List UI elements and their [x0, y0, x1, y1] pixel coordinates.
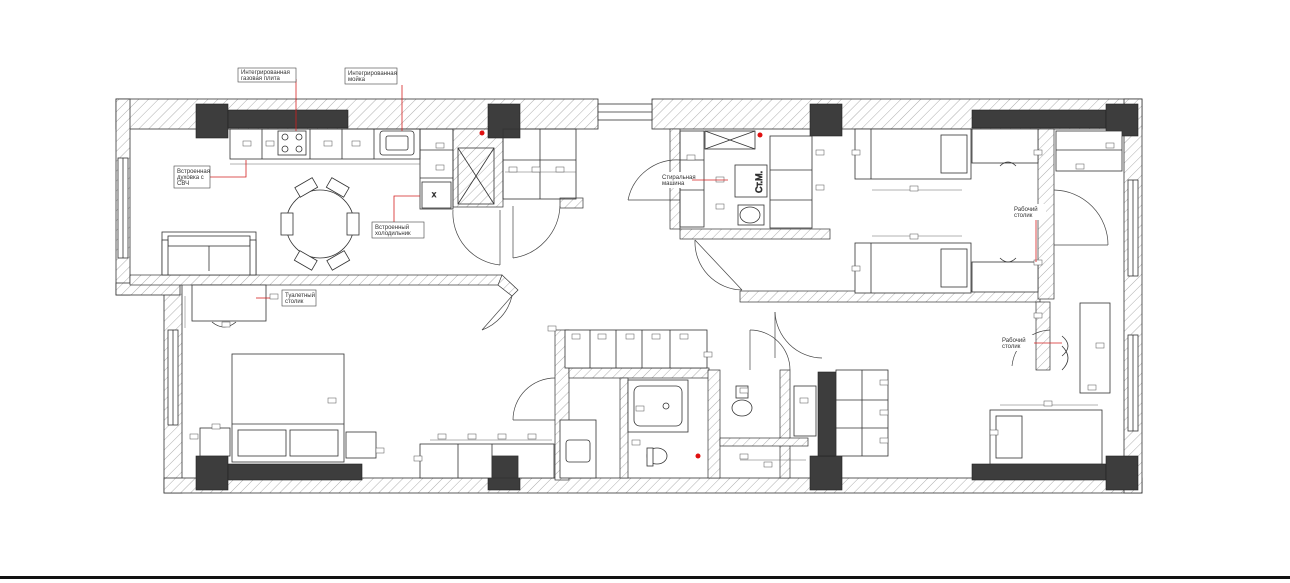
dresser-table [191, 284, 267, 322]
label-line: столик [1002, 344, 1021, 350]
callouts: Интегрированная газовая плита Интегриров… [173, 67, 1046, 351]
callout-desk-upper: Рабочий столик [1012, 204, 1046, 220]
label-line: духовка с [177, 175, 204, 181]
wall-bath-top [568, 367, 710, 379]
shower-tray [704, 130, 756, 150]
bedroom-lower-right [989, 302, 1111, 465]
sideboard [419, 443, 555, 479]
desk [971, 128, 1039, 164]
chair [293, 250, 318, 271]
wall-kitchen-bottom [129, 274, 503, 286]
column [971, 109, 1107, 129]
leader-lines [208, 79, 1062, 344]
cabinet [1055, 130, 1123, 172]
column [487, 103, 521, 139]
label-line: мойка [348, 76, 366, 83]
wall-wc-v3 [779, 369, 791, 479]
column [809, 455, 843, 491]
column [1105, 455, 1139, 491]
wall-top-left [115, 98, 599, 130]
columns [195, 103, 1139, 491]
toilet-icon [739, 206, 761, 224]
bedroom-kids [854, 128, 1123, 294]
hob-icon [277, 130, 307, 156]
label-line: газовая плита [241, 76, 281, 82]
column [227, 109, 349, 129]
callout-desk-lower: Рабочий столик [1000, 335, 1034, 351]
wall-bath-core [452, 128, 504, 208]
dining-table [280, 177, 360, 271]
label-line: машина [662, 181, 685, 187]
wall-laundry-bottom [679, 228, 831, 240]
table-top [285, 189, 355, 259]
kitchen: Х [229, 128, 577, 210]
column [809, 103, 843, 137]
label-line: СВЧ [177, 181, 189, 187]
toilet-icon [731, 399, 753, 417]
bottom-border [0, 576, 1290, 579]
column [971, 463, 1107, 481]
label-line: холодильник [375, 231, 411, 237]
label-line: Рабочий [1014, 206, 1038, 213]
wall-kitchen-diagonal [497, 274, 519, 297]
wall-bedroom-low [1035, 301, 1051, 371]
socket-tags [189, 140, 1115, 468]
column-shaft [817, 371, 837, 457]
windows [117, 103, 1139, 432]
label-line: Встроенный [375, 224, 409, 231]
kitchen-column-unit [419, 128, 454, 210]
label-line: Стиральная [662, 175, 696, 181]
nightstand [199, 427, 231, 457]
washer-box [734, 164, 768, 198]
column [227, 463, 363, 481]
bathroom-lower [559, 329, 889, 479]
wall-corridor-right [559, 197, 584, 209]
wall-wc-v2 [707, 369, 721, 479]
nightstand [345, 431, 377, 459]
washer-code: Ст.М. [754, 171, 764, 193]
sink-icon [379, 130, 415, 156]
callout-integrated-sink: Интегрированная мойка [344, 67, 398, 85]
shower-tray [793, 385, 817, 437]
laundry: Ст.М. [679, 130, 813, 229]
chair [325, 177, 350, 198]
outlet-marker [695, 453, 701, 459]
wall-right [1123, 98, 1143, 494]
column [195, 455, 229, 491]
sofa [161, 231, 257, 276]
label-line: Туалетный [285, 292, 315, 299]
master-bedroom [191, 284, 555, 479]
label-line: столик [1014, 213, 1033, 219]
callout-builtin-fridge: Встроенный холодильник [371, 221, 425, 239]
wardrobe [769, 135, 813, 229]
desk [1079, 302, 1111, 394]
label-line: Рабочий [1002, 337, 1026, 344]
chair [294, 177, 319, 198]
label-line: Интегрированная [241, 70, 290, 76]
chair [280, 212, 294, 236]
chair [346, 212, 360, 236]
wall-closet-left [719, 437, 809, 447]
shower [457, 147, 495, 205]
label-line: столик [285, 299, 304, 305]
desk [971, 261, 1039, 293]
callout-washing-machine: Стиральная машина [660, 172, 696, 188]
wall-wc-v1 [619, 377, 629, 479]
fridge-icon [421, 181, 452, 209]
chair [326, 250, 351, 271]
label-line: Интегрированная [348, 71, 397, 77]
fridge-code: Х [432, 193, 436, 199]
outlet-marker [479, 130, 485, 136]
outlet-marker [757, 132, 763, 138]
callout-builtin-oven: Встроенная духовка с СВЧ [173, 165, 211, 189]
callout-dresser: Туалетный столик [281, 289, 317, 307]
column [195, 103, 229, 139]
callout-integrated-hob: Интегрированная газовая плита [237, 67, 297, 83]
label-line: Встроенная [177, 169, 210, 175]
bath-cabinets [502, 128, 577, 200]
